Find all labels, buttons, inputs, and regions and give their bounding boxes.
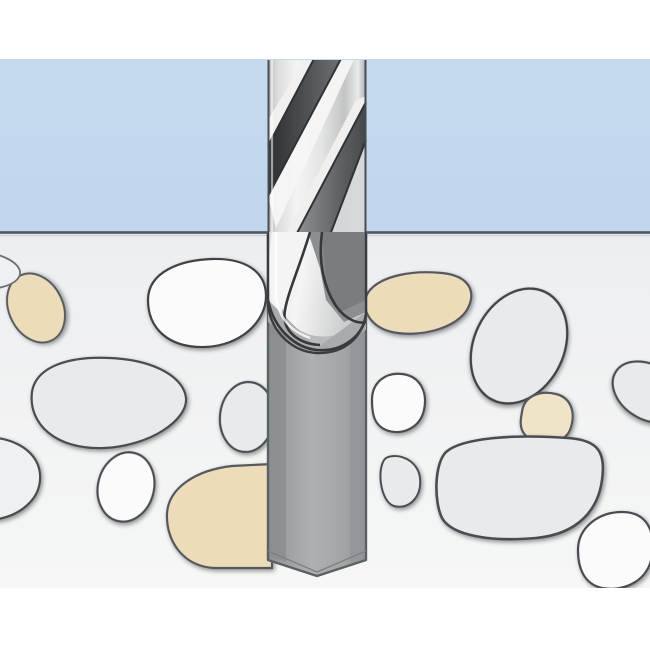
stone-white-mid-right — [370, 372, 427, 434]
bit-head-flute-right-dark — [322, 232, 366, 312]
stone-grey-sliver-left — [0, 254, 21, 289]
top-white-band — [0, 0, 650, 60]
bit-cutting-head — [268, 232, 366, 356]
stone-grey-edge-right — [379, 455, 422, 508]
stone-grey-right-tall — [469, 287, 569, 405]
stone-white-left-edge — [0, 437, 42, 520]
bottom-white-band — [0, 588, 650, 650]
hole-bottom-v-crease — [267, 550, 367, 573]
stone-white-large-top — [146, 257, 268, 349]
stone-white-bottom-right — [576, 510, 650, 588]
bit-flute-edge-lines — [267, 60, 367, 232]
bit-tip-wedge — [268, 300, 366, 356]
stone-tan-small-right — [519, 391, 574, 445]
stone-white-small-mid — [96, 451, 156, 523]
bit-tip-outline — [266, 232, 368, 355]
hole-outline — [266, 232, 368, 578]
bit-land-highlight-1 — [268, 60, 354, 228]
stone-tan-right-of-hole — [363, 271, 473, 335]
drill-bit — [266, 60, 368, 356]
aggregate-stone-group — [0, 254, 650, 588]
stone-grey-far-right — [611, 360, 650, 424]
bit-tip-specular — [274, 232, 311, 340]
stone-grey-big-lower — [435, 435, 605, 541]
stone-grey-left-mid — [30, 356, 188, 450]
